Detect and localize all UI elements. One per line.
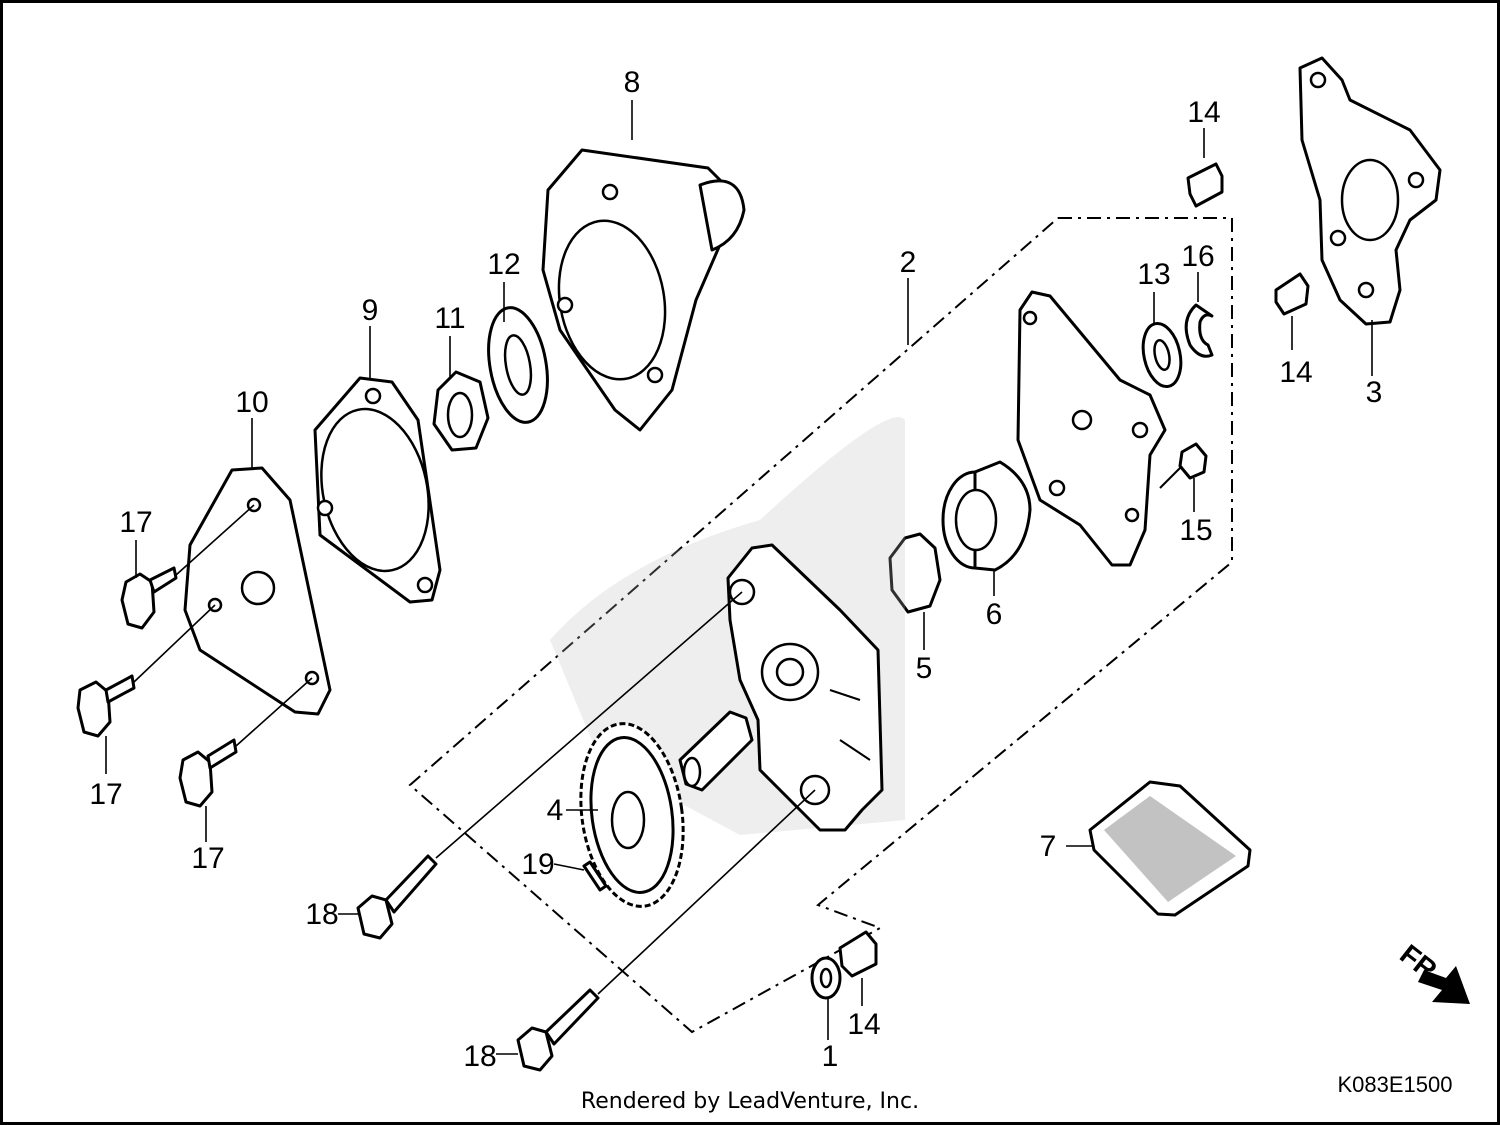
callout-19: 19 (521, 848, 554, 881)
bolt-17-a[interactable] (120, 566, 178, 630)
inner-rotor-part[interactable] (888, 532, 942, 614)
callout-13: 13 (1137, 258, 1170, 291)
callout-6: 6 (986, 598, 1003, 631)
callout-18-a: 18 (305, 898, 338, 931)
front-arrow-icon (1418, 966, 1470, 1004)
dowel-14-top[interactable] (1186, 162, 1224, 208)
circlip-16-part[interactable] (1184, 303, 1214, 358)
callout-16: 16 (1181, 240, 1214, 273)
callout-2: 2 (900, 246, 917, 279)
pump-housing-part[interactable] (541, 148, 746, 432)
strainer-part[interactable] (1088, 780, 1252, 917)
callout-14-top: 14 (1187, 96, 1220, 129)
bolt-18-b[interactable] (516, 988, 600, 1072)
bolt-18-axis-lines (435, 591, 816, 995)
callout-5: 5 (916, 652, 933, 685)
bolt-17-c[interactable] (178, 738, 238, 808)
washer-13-part[interactable] (1138, 320, 1187, 390)
bolt-axis-lines (133, 504, 313, 747)
callout-17-b: 17 (89, 778, 122, 811)
gasket-part[interactable] (307, 376, 443, 604)
callout-4: 4 (547, 794, 564, 827)
callout-8: 8 (624, 66, 641, 99)
callout-17-a: 17 (119, 506, 152, 539)
washer-1-part[interactable] (810, 956, 842, 1000)
callout-12: 12 (487, 248, 520, 281)
callout-10: 10 (235, 386, 268, 419)
washer-part[interactable] (480, 303, 555, 427)
callout-9: 9 (362, 294, 379, 327)
callout-14-right: 14 (1279, 356, 1312, 389)
driven-gear-part[interactable] (570, 717, 695, 913)
front-direction-marker: FR. (1394, 938, 1470, 1004)
leader-lines (105, 100, 1373, 1055)
pump-shaft-part[interactable] (678, 710, 754, 792)
nut-part[interactable] (432, 370, 490, 452)
bolt-18-a[interactable] (356, 854, 438, 940)
callout-1: 1 (822, 1040, 839, 1073)
diagram-code: K083E1500 (1338, 1072, 1453, 1097)
callout-3: 3 (1366, 376, 1383, 409)
credit-line: Rendered by LeadVenture, Inc. (580, 1089, 920, 1114)
dowel-14-bottom[interactable] (838, 930, 878, 978)
callout-18-b: 18 (463, 1040, 496, 1073)
callout-11: 11 (434, 302, 465, 335)
pump-body-plate[interactable] (1016, 290, 1167, 567)
dowel-14-right[interactable] (1274, 272, 1310, 316)
pin-19-part[interactable] (582, 860, 608, 892)
callout-7: 7 (1040, 830, 1057, 863)
bolt-17-b[interactable] (76, 674, 136, 738)
screw-15-part[interactable] (1159, 442, 1208, 489)
outer-rotor-part[interactable] (941, 460, 1032, 572)
callout-14-bottom: 14 (847, 1008, 880, 1041)
gasket-3-part[interactable] (1298, 56, 1442, 326)
callout-17-c: 17 (191, 842, 224, 875)
pump-cover-part[interactable] (183, 466, 332, 716)
callout-15: 15 (1179, 514, 1212, 547)
